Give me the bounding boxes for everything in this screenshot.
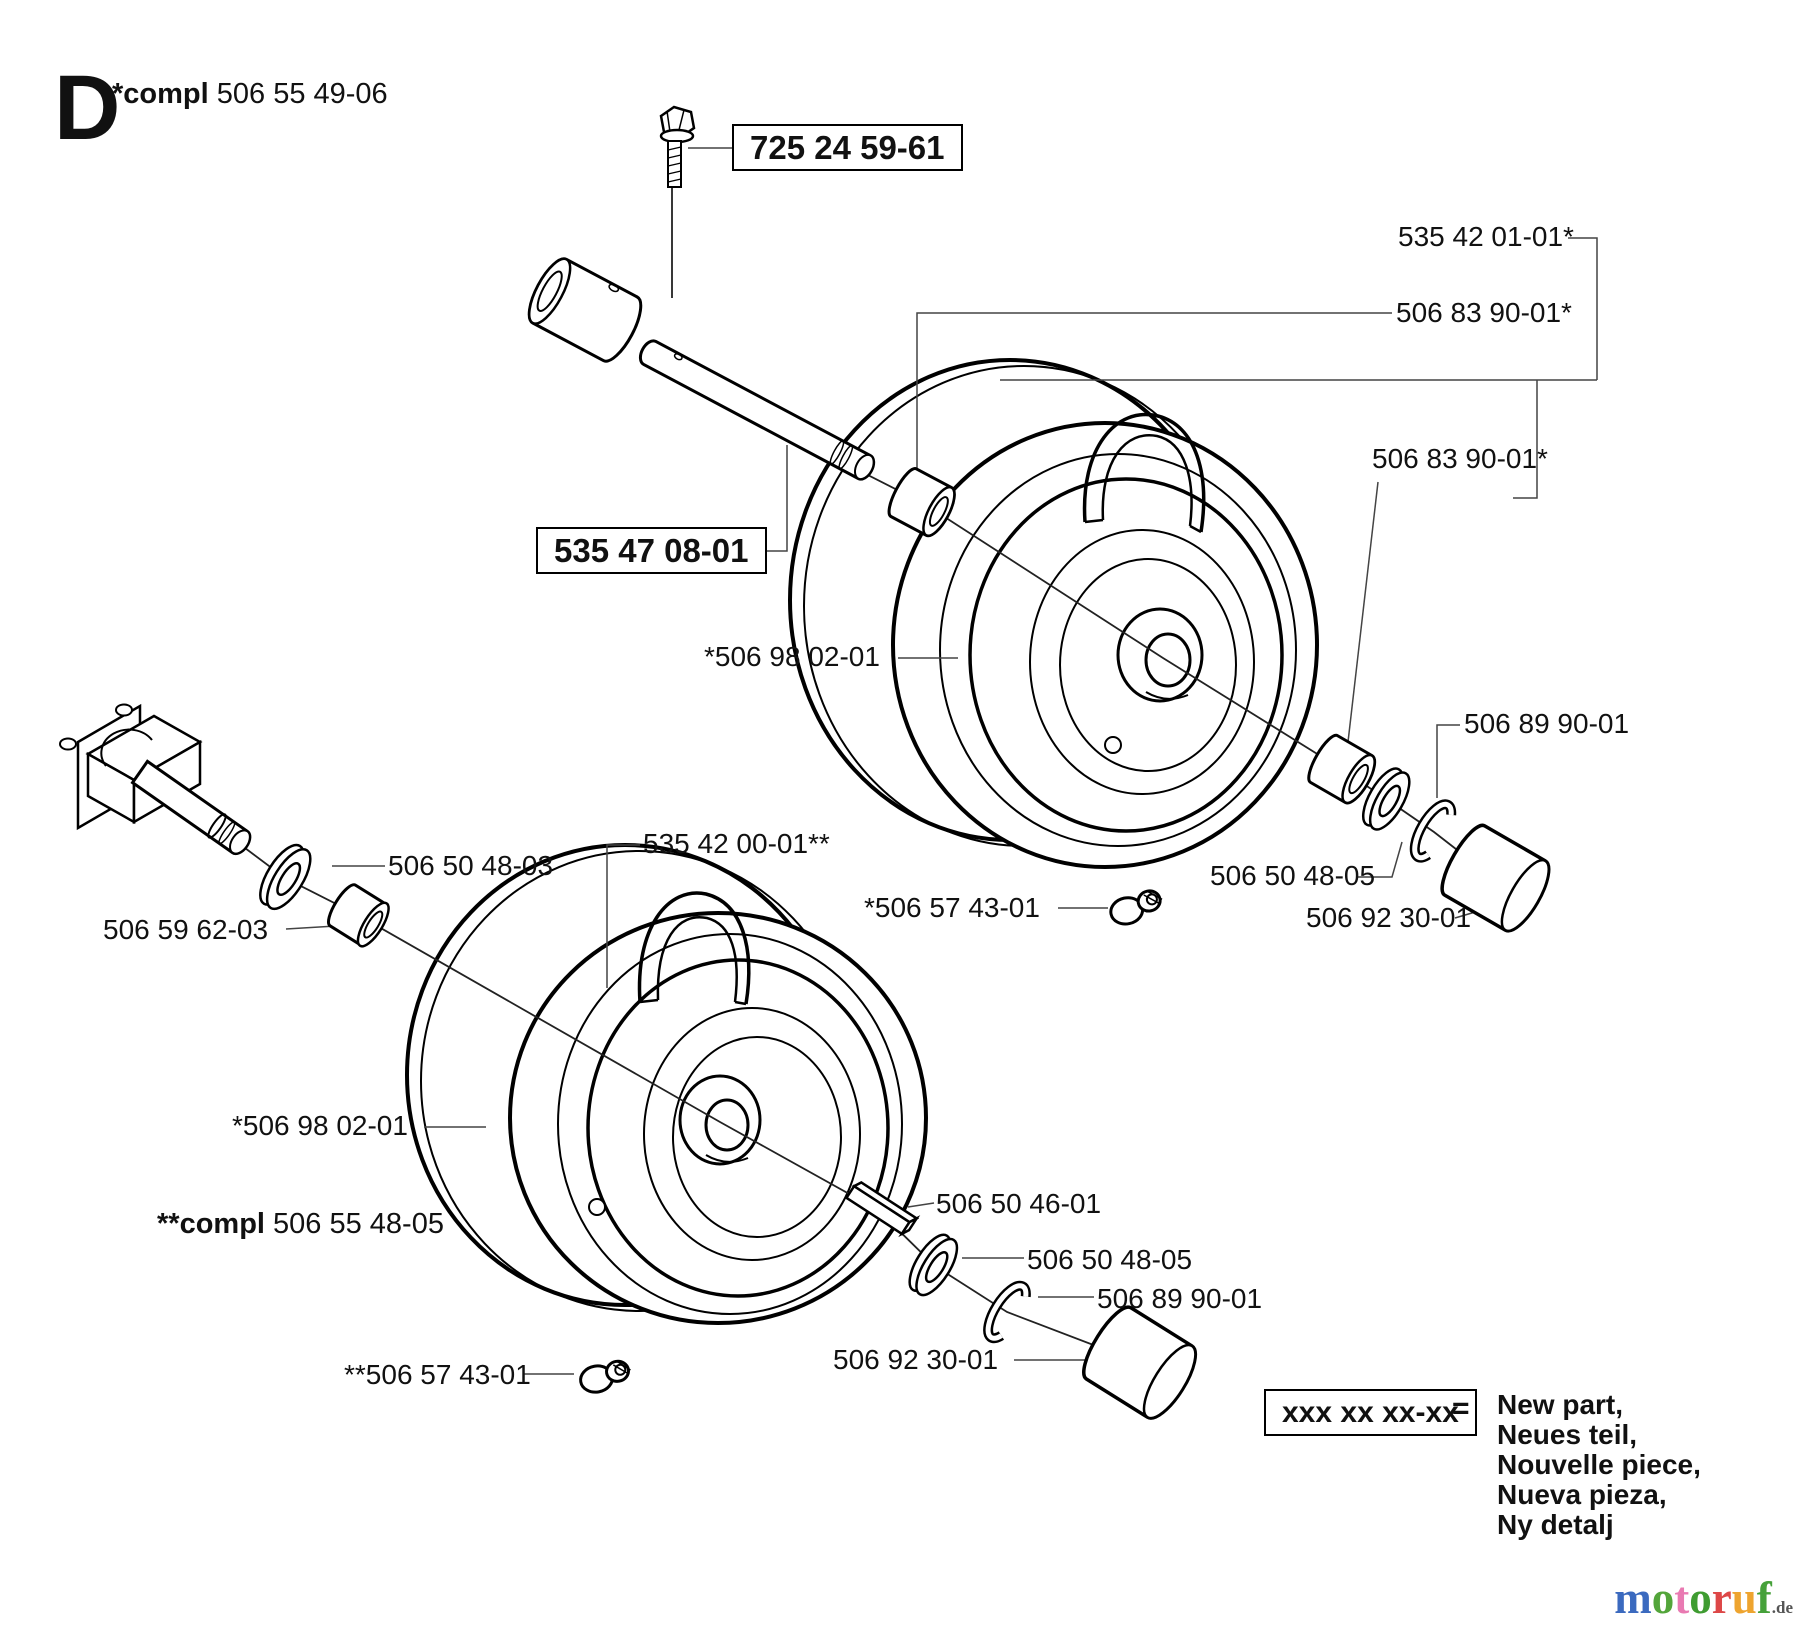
hub-cap-drawing-lower bbox=[1082, 1305, 1198, 1420]
part-label-hub-cap-lower: 506 92 30-01 bbox=[833, 1344, 999, 1375]
lower-wheel-drawing bbox=[405, 843, 928, 1325]
legend-line: Neues teil, bbox=[1497, 1419, 1638, 1450]
axle-shaft-drawing bbox=[130, 759, 252, 856]
lower-valve-hole bbox=[588, 1198, 606, 1216]
compl-assembly-upper-label: *compl 506 55 49-06 bbox=[112, 78, 388, 111]
cable-clamp-drawing-upper bbox=[1109, 889, 1163, 926]
part-label-retainer-clip-upper: 506 89 90-01 bbox=[1464, 708, 1630, 739]
watermark-letter: m bbox=[1614, 1573, 1652, 1623]
motoruf-watermark-logo[interactable]: motoruf.de bbox=[1598, 1576, 1793, 1621]
part-label-washer-lower: 506 50 48-05 bbox=[1027, 1244, 1193, 1275]
part-label-key-lower: 506 50 46-01 bbox=[936, 1188, 1102, 1219]
part-label-wheel-assembly-upper: 535 42 01-01* bbox=[1398, 221, 1574, 252]
legend-box: xxx xx xx-xx bbox=[1264, 1389, 1477, 1436]
part-label-washer-upper: 506 50 48-05 bbox=[1210, 860, 1376, 891]
retainer-clip-drawing-upper bbox=[1409, 799, 1457, 863]
compl-upper-prefix: *compl bbox=[112, 78, 209, 110]
part-label-bushing-axle: 506 59 62-03 bbox=[103, 914, 269, 945]
part-label-retainer-clip-lower: 506 89 90-01 bbox=[1097, 1283, 1263, 1314]
compl-upper-number: 506 55 49-06 bbox=[216, 78, 388, 110]
upper-wheel-drawing bbox=[788, 358, 1319, 869]
boxed-label-axle-tube: 535 47 08-01 bbox=[536, 527, 767, 574]
compl-lower-number: 506 55 48-05 bbox=[273, 1208, 444, 1240]
watermark-letter: u bbox=[1731, 1573, 1757, 1623]
boxed-label-bolt: 725 24 59-61 bbox=[732, 124, 963, 171]
legend-line: New part, bbox=[1497, 1389, 1624, 1420]
bolt-drawing bbox=[659, 105, 696, 188]
bushing-drawing-upper-inner bbox=[887, 467, 956, 538]
legend-line: Nueva pieza, bbox=[1497, 1479, 1667, 1510]
washer-drawing-lower bbox=[908, 1233, 959, 1297]
axle-tube-drawing bbox=[638, 339, 876, 481]
spacer-cylinder-drawing bbox=[527, 257, 643, 363]
legend-line: Ny detalj bbox=[1497, 1509, 1614, 1540]
key-drawing bbox=[844, 1181, 921, 1238]
legend-meanings: New part, Neues teil, Nouvelle piece, Nu… bbox=[1497, 1390, 1701, 1540]
watermark-letter: r bbox=[1711, 1573, 1732, 1623]
upper-wheel-handle bbox=[1082, 412, 1206, 533]
upper-valve-hole bbox=[1104, 736, 1122, 754]
part-label-bushing-inner-upper: 506 83 90-01* bbox=[1396, 297, 1572, 328]
watermark-domain-suffix: .de bbox=[1771, 1598, 1793, 1617]
axle-bracket-drawing bbox=[59, 703, 203, 831]
compl-lower-prefix: **compl bbox=[157, 1208, 265, 1240]
washer-drawing-upper bbox=[1361, 767, 1411, 831]
legend-equals: = bbox=[1452, 1392, 1470, 1425]
part-label-wheel-assembly-lower: 535 42 00-01** bbox=[643, 828, 830, 859]
bushing-drawing-axle bbox=[327, 883, 390, 948]
part-label-washer-axle: 506 50 48-03 bbox=[388, 850, 554, 881]
part-label-tire-lower: *506 98 02-01 bbox=[232, 1110, 408, 1141]
part-label-cable-clamp-upper: *506 57 43-01 bbox=[864, 892, 1040, 923]
lower-wheel-handle bbox=[637, 891, 751, 1005]
watermark-letter: o bbox=[1689, 1573, 1712, 1623]
part-label-cable-clamp-lower: **506 57 43-01 bbox=[344, 1359, 531, 1390]
hub-cap-drawing-upper bbox=[1440, 823, 1551, 933]
bushing-drawing-upper-outer bbox=[1307, 733, 1377, 805]
retainer-clip-drawing-lower bbox=[983, 1280, 1031, 1344]
legend-line: Nouvelle piece, bbox=[1497, 1449, 1701, 1480]
section-letter: D bbox=[54, 57, 121, 159]
watermark-letter: f bbox=[1756, 1573, 1772, 1623]
cable-clamp-drawing-lower bbox=[579, 1359, 631, 1394]
part-label-tire-upper: *506 98 02-01 bbox=[704, 641, 880, 672]
washer-drawing-axle bbox=[259, 843, 312, 911]
compl-assembly-lower-label: **compl 506 55 48-05 bbox=[157, 1208, 444, 1241]
part-label-bushing-outer-upper: 506 83 90-01* bbox=[1372, 443, 1548, 474]
watermark-letter: t bbox=[1674, 1573, 1690, 1623]
watermark-letter: o bbox=[1651, 1573, 1675, 1623]
leader-lines bbox=[285, 147, 1598, 1375]
part-label-hub-cap-upper: 506 92 30-01 bbox=[1306, 902, 1472, 933]
